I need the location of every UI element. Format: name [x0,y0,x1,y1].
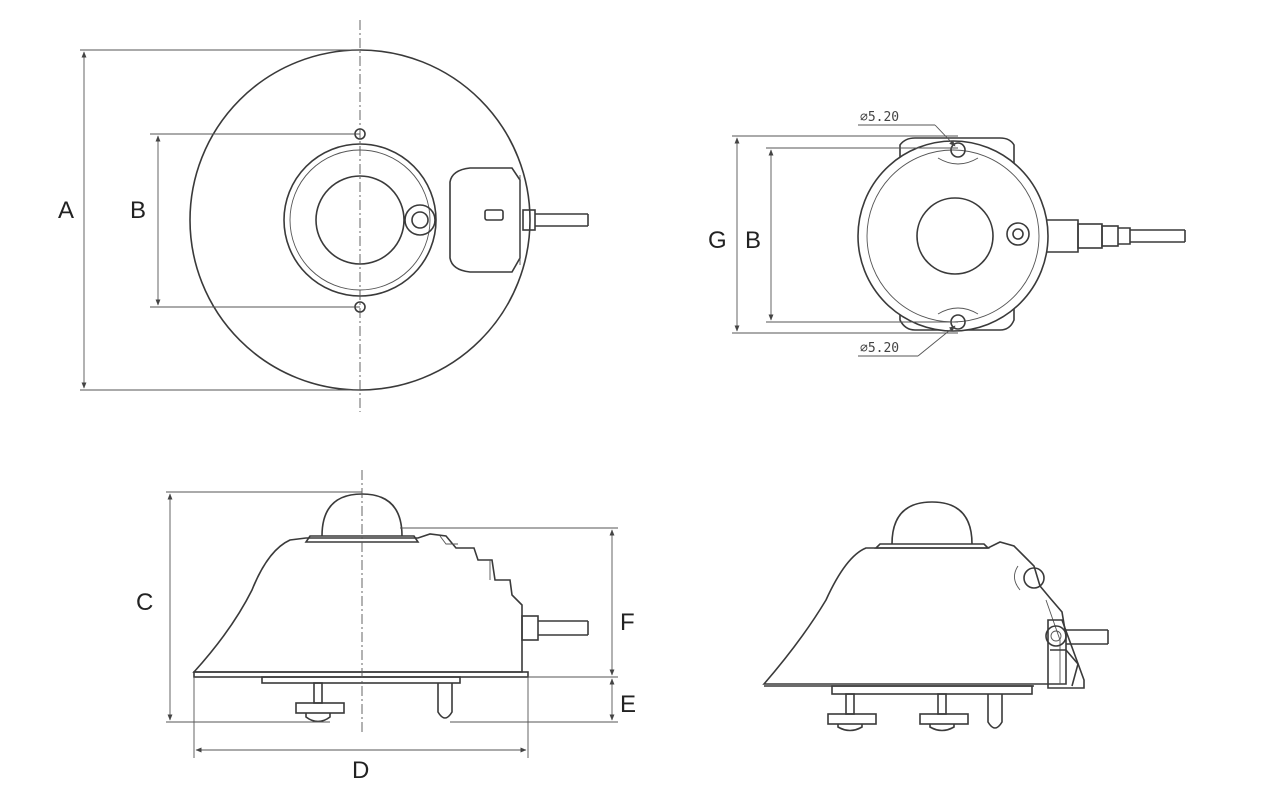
top-view-left: A B [58,20,589,412]
label-b: B [130,197,146,224]
label-b: B [745,227,761,254]
label-a: A [58,197,74,224]
body-circle [857,140,1049,332]
label-c: C [136,589,153,616]
level-knob [1023,567,1045,589]
dome-seat [304,535,420,543]
level-screw-outer [1006,222,1030,246]
hole-callout-top: ⌀5.20 [860,110,899,125]
cable-connector [1046,219,1079,253]
base-flange [899,137,1015,331]
mount-plate [261,676,461,684]
cable-gland [521,615,539,641]
level-bubble-outer [404,204,436,236]
label-d: D [352,757,369,784]
body-profile [192,533,523,673]
cable-gland [522,209,536,231]
level-screw-inner [1012,228,1024,240]
mount-hole-top [950,142,966,158]
center-bore [916,197,994,275]
cable-gland-nut [1045,625,1067,647]
level-bubble-inner [411,211,429,229]
label-f: F [620,609,635,636]
connector-socket-icon [484,209,504,221]
label-g: G [708,227,727,254]
top-view-right: G B ⌀5.20 ⌀5.20 [708,110,1186,357]
hole-callout-bottom: ⌀5.20 [860,341,899,356]
label-e: E [620,691,636,718]
side-view-left: C F E D [136,470,636,784]
body-profile [762,541,1067,685]
dome [891,501,973,545]
connector-block [1047,619,1085,689]
base-plate [831,685,1033,695]
side-view-right [762,501,1109,732]
